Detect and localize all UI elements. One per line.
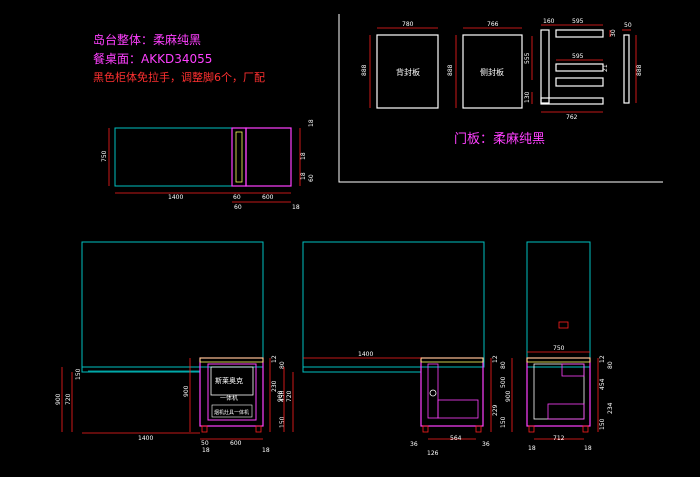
dim-end-r454: 454 <box>599 378 606 390</box>
dim-side-h720: 720 <box>286 390 293 402</box>
dim-plan-d18a: 18 <box>308 119 315 127</box>
dim-back-height: 888 <box>361 64 368 76</box>
narrow-panel-drawing: 50 888 <box>622 22 643 104</box>
dim-side-w126: 126 <box>427 450 439 457</box>
dim-plan-d18b: 18 <box>300 152 307 160</box>
front-elevation: 斯莱奥克 一体机 烟机灶具一体机 1400 50 600 18 18 900 7… <box>55 241 286 454</box>
dim-plan-w18: 18 <box>292 204 300 211</box>
dim-plan-w60b: 60 <box>234 204 242 211</box>
note-dining-top: 餐桌面：AKKD34055 <box>93 52 213 66</box>
dim-front-r150: 150 <box>279 416 286 428</box>
back-panel-label: 背封板 <box>396 67 420 77</box>
back-panel-drawing: 780 888 背封板 <box>361 21 439 109</box>
dim-side-h900: 900 <box>277 390 284 402</box>
dim-front-r450: 450 <box>279 390 286 402</box>
dim-side-w36: 36 <box>410 441 418 448</box>
dim-front-w50: 50 <box>201 440 209 447</box>
note-door-panel: 门板：柔麻纯黑 <box>454 132 546 147</box>
dim-narrow-h888: 888 <box>636 64 643 76</box>
dim-side-r229: 229 <box>492 404 499 416</box>
dim-side-height: 888 <box>447 64 454 76</box>
appliance-model: 一体机 <box>220 394 238 402</box>
dim-end-r234: 234 <box>607 402 614 414</box>
plan-view: 1400 60 600 60 18 750 18 18 18 60 <box>101 119 315 211</box>
dim-end-w712: 712 <box>553 435 565 442</box>
dim-end-w18: 18 <box>528 445 536 452</box>
appliance-caption: 烟机灶具一体机 <box>214 409 249 416</box>
dim-shelf-w595b: 595 <box>572 53 584 60</box>
shelf-panel-drawing: 160 595 555 595 130 762 30 21 <box>524 18 617 121</box>
dim-shelf-21: 21 <box>602 64 609 72</box>
dim-front-h720: 720 <box>65 393 72 405</box>
dim-side-r500: 500 <box>500 376 507 388</box>
dim-back-width: 780 <box>402 21 414 28</box>
dim-side-w564: 564 <box>450 435 462 442</box>
dim-shelf-h555: 555 <box>524 52 531 64</box>
side-panel-label: 侧封板 <box>480 67 504 77</box>
dim-side-r80: 80 <box>500 361 507 369</box>
dim-front-r80: 80 <box>279 361 286 369</box>
panel-sheet-frame <box>338 14 663 183</box>
dim-shelf-w762: 762 <box>566 114 578 121</box>
dim-shelf-h130: 130 <box>524 91 531 103</box>
dim-shelf-w595: 595 <box>572 18 584 25</box>
dim-narrow-w50: 50 <box>624 22 632 29</box>
dim-plan-r18: 18 <box>300 172 307 180</box>
dim-end-w18b: 18 <box>584 445 592 452</box>
dim-end-w750: 750 <box>553 345 565 352</box>
dim-side-width: 766 <box>487 21 499 28</box>
dim-front-w600: 600 <box>230 440 242 447</box>
dim-end-r12: 12 <box>599 355 606 363</box>
dim-side-w1400: 1400 <box>358 351 373 358</box>
side-panel-drawing: 766 888 侧封板 <box>447 21 523 109</box>
dim-plan-w60: 60 <box>233 194 241 201</box>
dim-side-r12: 12 <box>492 355 499 363</box>
side-elevation: 1400 36 564 36 126 900 720 12 80 500 229… <box>277 241 507 457</box>
dim-front-c900: 900 <box>183 385 190 397</box>
dim-side-r150: 150 <box>500 416 507 428</box>
dim-end-h900: 900 <box>505 390 512 402</box>
dim-plan-w1400: 1400 <box>168 194 183 201</box>
dim-shelf-w160: 160 <box>543 18 555 25</box>
dim-plan-r60: 60 <box>308 174 315 182</box>
dim-end-r80: 80 <box>607 361 614 369</box>
dim-front-w1400: 1400 <box>138 435 153 442</box>
dim-front-h900: 900 <box>55 393 62 405</box>
dim-front-r12: 12 <box>271 355 278 363</box>
dim-end-r150: 150 <box>599 418 606 430</box>
appliance-brand: 斯莱奥克 <box>215 376 243 385</box>
dim-front-r230: 230 <box>271 380 278 392</box>
dim-shelf-h30: 30 <box>610 29 617 37</box>
dim-side-w36b: 36 <box>482 441 490 448</box>
note-cabinet-spec: 黑色柜体免拉手，调整脚6个，厂配 <box>93 71 265 84</box>
dim-plan-w600: 600 <box>262 194 274 201</box>
dim-front-w18b: 18 <box>262 447 270 454</box>
dim-front-w18: 18 <box>202 447 210 454</box>
dim-plan-h750: 750 <box>101 150 108 162</box>
end-elevation: 750 712 18 18 900 12 80 454 234 150 <box>505 241 614 452</box>
dim-front-h150: 150 <box>75 368 82 380</box>
note-island-body: 岛台整体：柔麻纯黑 <box>93 33 202 47</box>
